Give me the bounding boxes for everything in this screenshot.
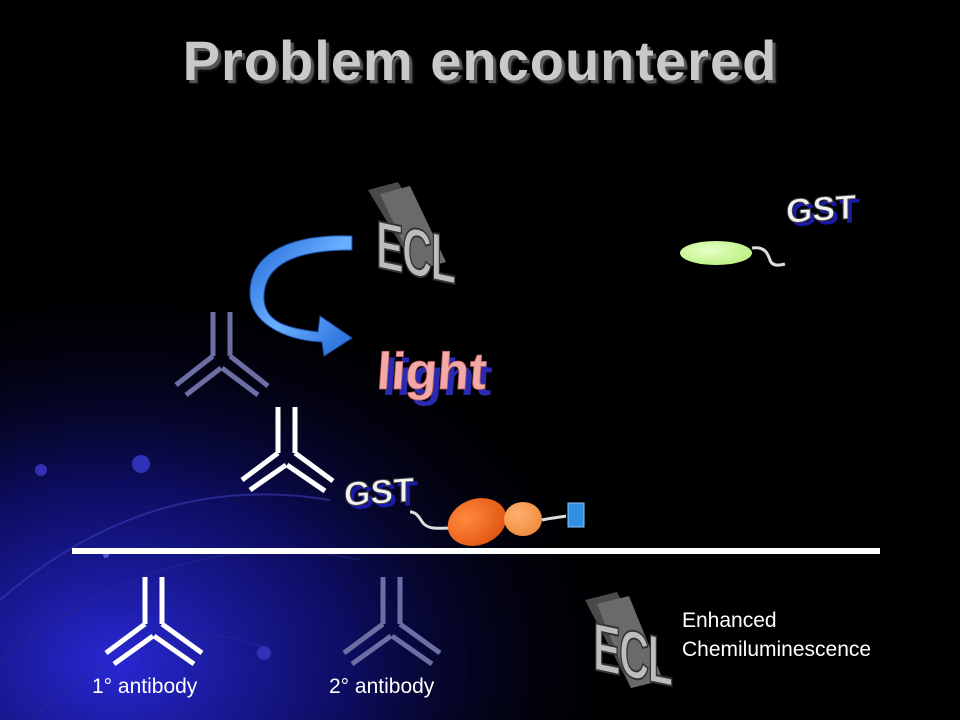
- linker-tag: [541, 514, 567, 522]
- green-ellipse: [680, 241, 752, 265]
- background-arc: [0, 493, 331, 601]
- linker-bottom: [409, 510, 453, 530]
- primary-antibody-caption: 1° antibody: [92, 675, 198, 698]
- gst-tag-top: GST GST: [786, 188, 861, 235]
- background-dot: [35, 464, 47, 476]
- background-arc: [29, 634, 271, 720]
- background-dot: [132, 455, 150, 473]
- protein-small: [504, 502, 542, 536]
- slide-title: Problem encountered: [182, 29, 778, 92]
- ecl-label-legend: ECL: [593, 608, 672, 700]
- primary-antibody-bound: [240, 407, 335, 494]
- protein-large: [447, 498, 507, 546]
- ecl-legend-text: Enhanced Chemiluminescence: [682, 606, 871, 664]
- light-text: light: [375, 343, 489, 401]
- gst-shadow-bottom: GST: [348, 475, 418, 518]
- light-label: light light: [375, 343, 495, 407]
- tag-block: [567, 502, 585, 528]
- legend-line-2: Chemiluminescence: [682, 638, 872, 661]
- light-shadow: light: [381, 349, 495, 407]
- ecl-block-top: ECL: [368, 182, 456, 299]
- legend-line-1: Enhanced: [682, 609, 777, 632]
- linker-top: [751, 246, 786, 267]
- background-dot: [257, 646, 271, 660]
- ecl-block-legend: ECL: [585, 592, 673, 701]
- curved-arrow: [249, 235, 353, 357]
- secondary-antibody-bound: [174, 312, 270, 397]
- gst-shadow-top: GST: [790, 192, 860, 235]
- secondary-antibody-caption: 2° antibody: [329, 675, 435, 698]
- gst-tag-bottom: GST GST: [344, 471, 419, 518]
- legend-primary-antibody-icon: [104, 577, 204, 667]
- gst-text-top: GST: [786, 188, 856, 231]
- ecl-label-top: ECL: [376, 206, 455, 298]
- membrane-line: [72, 548, 880, 554]
- gst-text-bottom: GST: [344, 471, 414, 514]
- legend-secondary-antibody-icon: [342, 577, 442, 667]
